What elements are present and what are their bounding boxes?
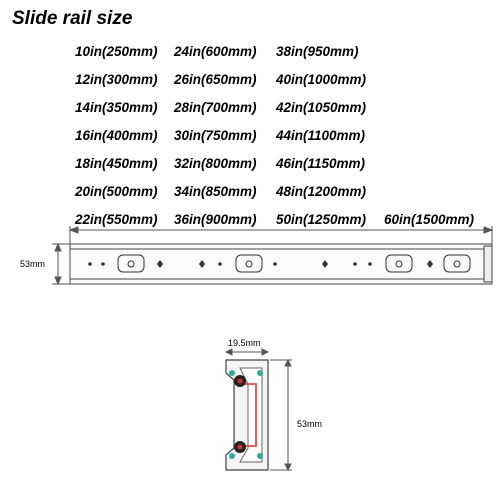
size-option: 20in(500mm) <box>75 184 158 199</box>
profile-height-dimension <box>270 358 292 472</box>
size-option: 38in(950mm) <box>276 44 359 59</box>
size-option: 60in(1500mm) <box>384 212 475 227</box>
slide-rail-size-title: Slide rail size <box>12 8 133 29</box>
rail-holes <box>88 260 433 268</box>
size-option: 34in(850mm) <box>174 184 257 199</box>
size-option: 48in(1200mm) <box>276 184 367 199</box>
size-option: 24in(600mm) <box>174 44 257 59</box>
size-option: 32in(800mm) <box>174 156 257 171</box>
size-option: 12in(300mm) <box>75 72 158 87</box>
rail-body <box>69 243 493 285</box>
size-option: 18in(450mm) <box>75 156 158 171</box>
size-option: 42in(1050mm) <box>276 100 367 115</box>
profile-width-dimension <box>224 348 270 356</box>
length-dimension-line <box>68 226 494 244</box>
size-option: 46in(1150mm) <box>276 156 366 171</box>
height-dimension-line <box>52 242 70 286</box>
rail-profile-cross-section <box>225 359 269 471</box>
rail-end-cap <box>483 245 493 283</box>
size-option: 10in(250mm) <box>75 44 158 59</box>
profile-height-label: 53mm <box>297 419 323 429</box>
rail-height-label: 53mm <box>20 259 46 269</box>
size-option: 28in(700mm) <box>174 100 257 115</box>
size-option: 40in(1000mm) <box>276 72 367 87</box>
size-option: 50in(1250mm) <box>276 212 367 227</box>
size-table: 10in(250mm) 12in(300mm) 14in(350mm) 16in… <box>0 0 500 240</box>
size-option: 30in(750mm) <box>174 128 257 143</box>
profile-width-label: 19.5mm <box>228 338 261 348</box>
size-option: 26in(650mm) <box>174 72 257 87</box>
size-option: 14in(350mm) <box>75 100 158 115</box>
size-option: 44in(1100mm) <box>276 128 366 143</box>
size-option: 16in(400mm) <box>75 128 158 143</box>
size-option: 22in(550mm) <box>75 212 158 227</box>
mounting-slots <box>117 254 471 273</box>
size-option: 36in(900mm) <box>174 212 257 227</box>
